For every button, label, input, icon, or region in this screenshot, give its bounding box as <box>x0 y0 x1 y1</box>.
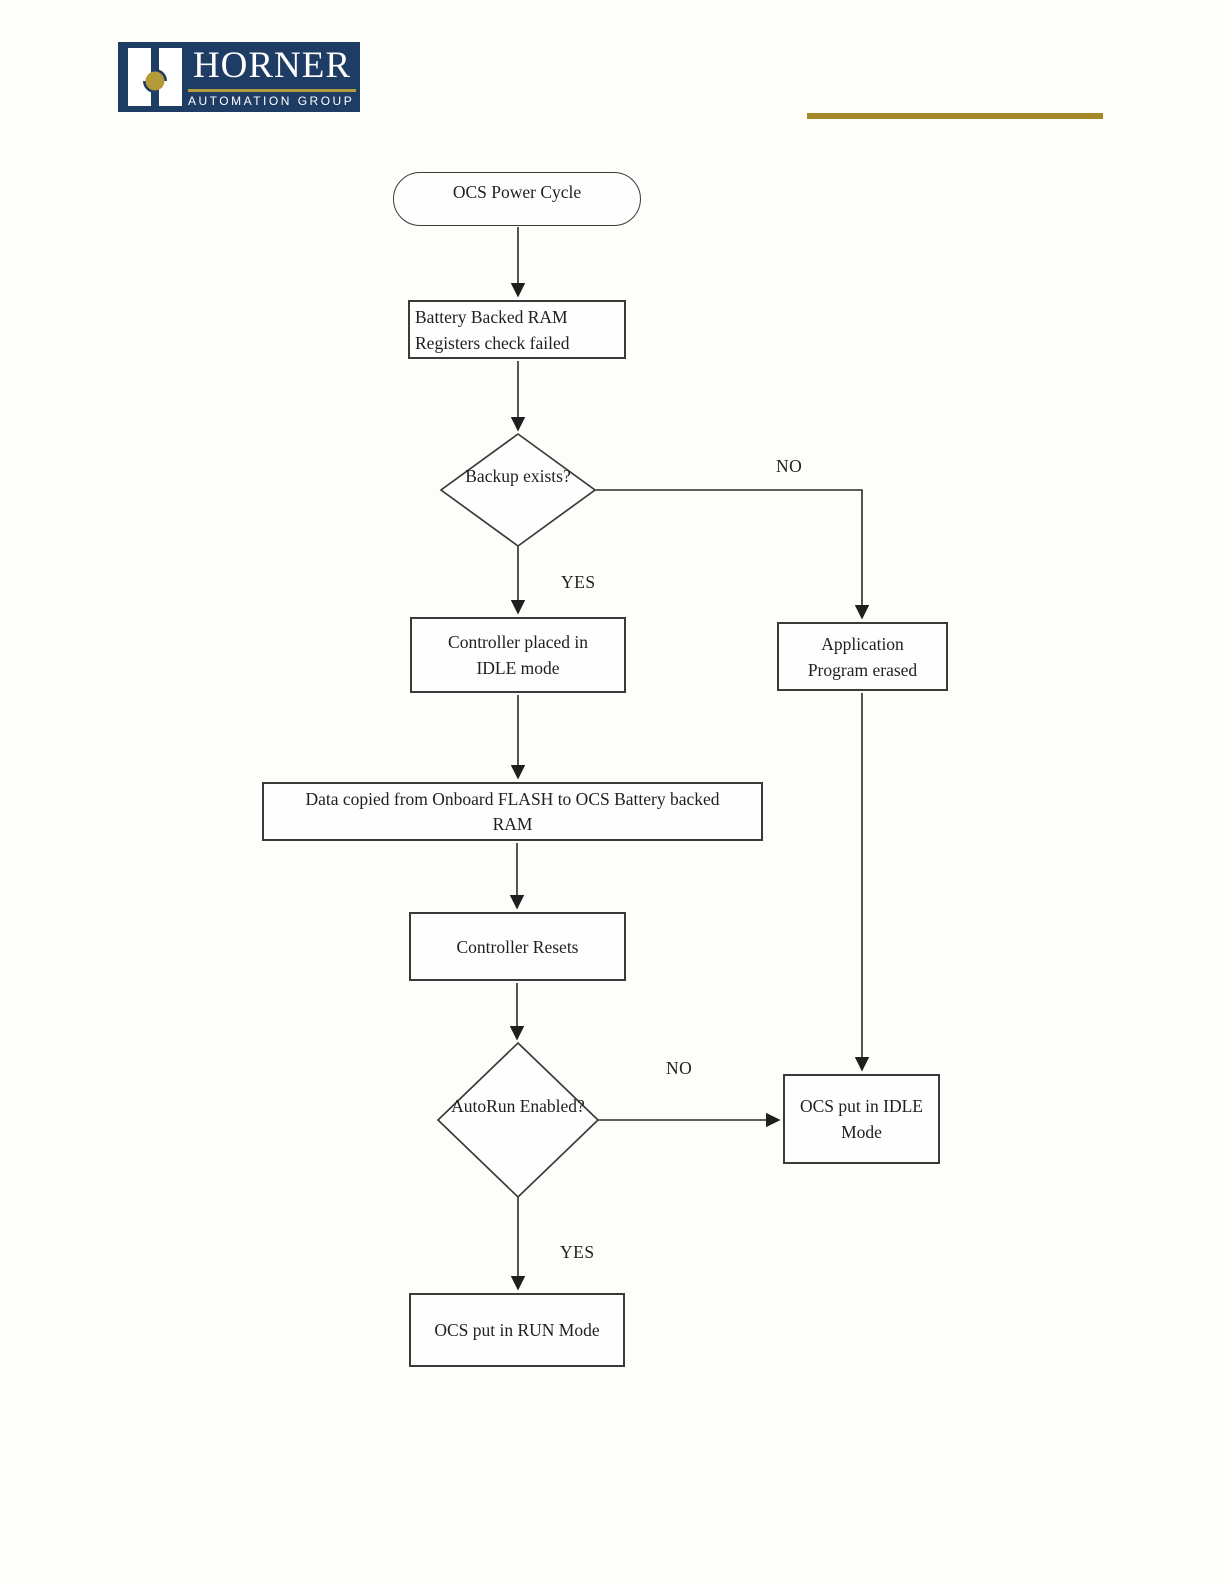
backup-label-line1: Backup <box>465 466 519 486</box>
node-app-erased: Application Program erased <box>777 622 948 691</box>
horner-logo: HORNER AUTOMATION GROUP <box>118 42 360 112</box>
controller-idle-line1: Controller placed in <box>448 632 588 652</box>
edge-label-backup-no: NO <box>776 456 803 476</box>
autorun-label-line1: AutoRun <box>451 1096 516 1116</box>
backup-label-line2: exists? <box>523 466 571 486</box>
node-controller-resets: Controller Resets <box>409 912 626 981</box>
logo-brand-text: HORNER <box>192 45 352 86</box>
node-battery-check: Battery Backed RAM Registers check faile… <box>408 300 626 359</box>
controller-resets-label: Controller Resets <box>456 936 579 957</box>
data-copied-line1: Data copied from Onboard FLASH to OCS Ba… <box>305 788 720 809</box>
decision-autorun-enabled-label: AutoRun Enabled? <box>438 1094 598 1119</box>
node-start-label: OCS Power Cycle <box>452 182 582 202</box>
data-copied-line2: RAM <box>492 813 533 834</box>
autorun-label-line2: Enabled? <box>519 1096 585 1116</box>
node-start-terminator: OCS Power Cycle <box>393 172 641 226</box>
ocs-idle-line1: OCS put in IDLE <box>800 1096 923 1116</box>
header-gold-rule <box>807 113 1103 119</box>
app-erased-line1: Application <box>821 633 904 654</box>
decision-backup-exists-shape <box>439 432 597 548</box>
node-battery-line2: Registers check failed <box>415 332 570 353</box>
edge-backup-no-to-erased <box>595 489 870 620</box>
decision-backup-exists-label: Backup exists? <box>448 464 588 489</box>
controller-idle-line2: IDLE mode <box>476 658 560 678</box>
ocs-run-label: OCS put in RUN Mode <box>434 1320 600 1340</box>
horner-logo-icon <box>128 48 182 106</box>
edge-label-autorun-no: NO <box>666 1058 693 1078</box>
edge-label-autorun-yes: YES <box>560 1242 595 1262</box>
ocs-idle-line2: Mode <box>841 1122 882 1142</box>
node-ocs-run: OCS put in RUN Mode <box>409 1293 625 1367</box>
logo-subtitle-text: AUTOMATION GROUP <box>188 94 355 108</box>
node-data-copied: Data copied from Onboard FLASH to OCS Ba… <box>262 782 763 841</box>
edge-label-backup-yes: YES <box>561 572 596 592</box>
node-ocs-idle: OCS put in IDLE Mode <box>783 1074 940 1164</box>
node-battery-line1: Battery Backed RAM <box>415 306 568 327</box>
logo-gold-rule <box>188 89 356 92</box>
decision-autorun-enabled-shape <box>436 1041 600 1199</box>
node-controller-idle: Controller placed in IDLE mode <box>410 617 626 693</box>
app-erased-line2: Program erased <box>807 659 918 680</box>
